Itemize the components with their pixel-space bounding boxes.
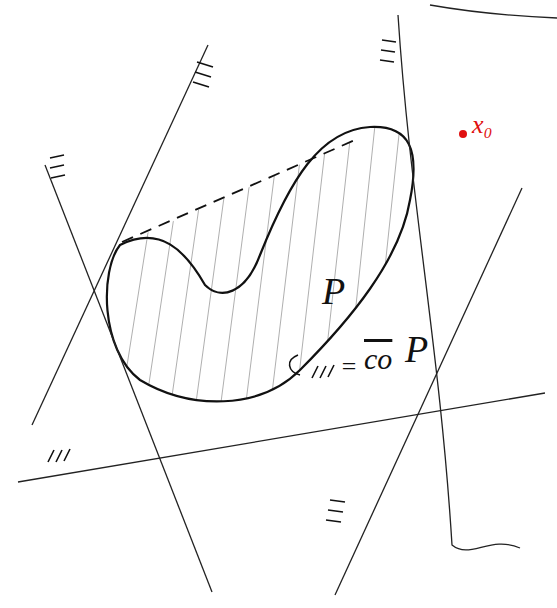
hatching [120, 125, 425, 410]
point-name: x₀ [472, 112, 493, 138]
halfplane-marks [48, 40, 396, 522]
point-marker [459, 130, 467, 138]
supporting-lines [18, 5, 557, 595]
hull-operator: co [364, 344, 392, 374]
set-name: P [322, 272, 345, 310]
set-name: P [405, 330, 428, 368]
equals-sign: = [340, 354, 358, 380]
set-outline [107, 127, 414, 401]
